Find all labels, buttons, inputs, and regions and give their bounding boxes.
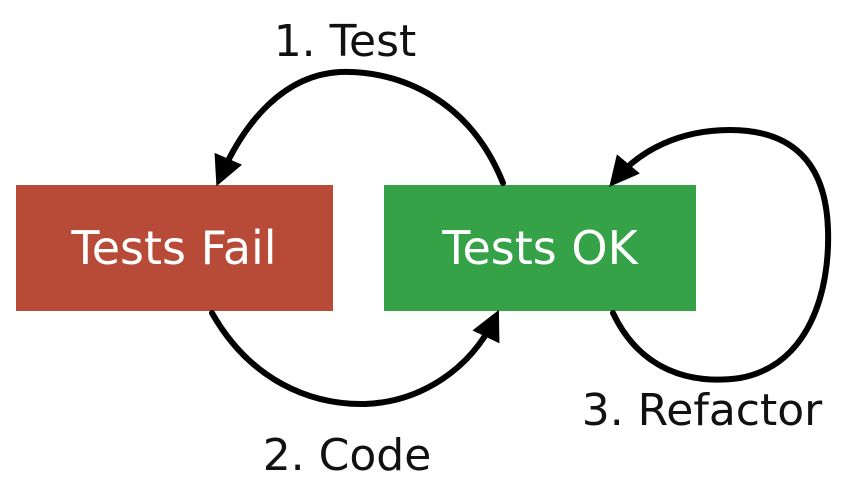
tests-ok-node: Tests OK (384, 185, 696, 311)
code-arrow (209, 309, 500, 408)
tests-ok-label: Tests OK (441, 221, 639, 275)
step-code-label: 2. Code (263, 430, 432, 481)
tests-fail-box (16, 185, 333, 311)
step-refactor-label: 3. Refactor (582, 385, 823, 436)
refactor-arrow (609, 126, 832, 383)
test-arrow (214, 68, 506, 187)
step-test-label: 1. Test (274, 16, 417, 67)
tests-ok-box (384, 185, 696, 311)
tests-fail-label: Tests Fail (70, 221, 276, 275)
tests-fail-node: Tests Fail (16, 185, 333, 311)
